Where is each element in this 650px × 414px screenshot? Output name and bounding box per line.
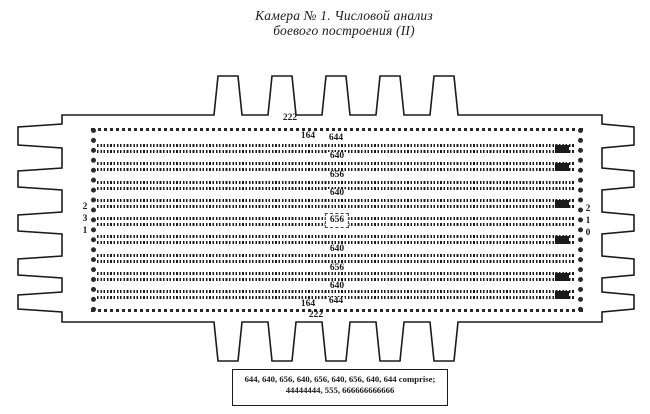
bottom-outer-count-label: 222: [308, 310, 324, 320]
figure-title-line2: боевого построения (II): [273, 23, 415, 38]
end-marker: [555, 290, 569, 299]
band-label: 644: [326, 296, 346, 306]
band-label: 640: [327, 188, 347, 198]
band-label-boxed: 656: [324, 213, 350, 228]
right-scale-digits: 2 1 0: [582, 203, 594, 239]
band-label: 656: [327, 263, 347, 273]
caption-line2: 44444444, 555, 666666666666: [285, 385, 395, 395]
right-scale-digit: 2: [585, 204, 591, 214]
dot-band: [97, 254, 575, 263]
band-label: 640: [327, 281, 347, 291]
dot-band: [97, 162, 575, 171]
figure-title-line1: Камера № 1. Числовой анализ: [255, 8, 433, 23]
chamber-inner-area: 164 644 640 656 640 656 640 656 640 644 164: [91, 128, 583, 312]
caption-line1: 644, 640, 656, 640, 656, 640, 656, 640, …: [244, 374, 436, 384]
left-scale-digit: 1: [82, 226, 88, 236]
end-marker: [555, 235, 569, 244]
top-inner-count-label: 164: [298, 131, 318, 141]
left-scale-digits: 2 3 1: [79, 201, 91, 237]
dot-band: [97, 144, 575, 153]
dot-band: [97, 272, 575, 281]
left-scale-digit: 2: [82, 202, 88, 212]
figure-title: Камера № 1. Числовой анализ боевого пост…: [44, 8, 644, 38]
right-scale-digit: 0: [585, 228, 591, 238]
caption-box: 644, 640, 656, 640, 656, 640, 656, 640, …: [232, 369, 448, 406]
band-label: 644: [326, 133, 346, 143]
dot-band: [97, 290, 575, 299]
dot-band: [97, 199, 575, 208]
dot-band: [97, 181, 575, 190]
dot-band: [97, 235, 575, 244]
end-marker: [555, 144, 569, 153]
end-marker: [555, 272, 569, 281]
band-label: 656: [327, 170, 347, 180]
bottom-inner-count-label: 164: [298, 299, 318, 309]
band-label: 640: [327, 244, 347, 254]
end-marker: [555, 199, 569, 208]
left-scale-digit: 3: [82, 214, 88, 224]
end-marker: [555, 162, 569, 171]
band-label: 640: [327, 151, 347, 161]
right-scale-digit: 1: [585, 216, 591, 226]
top-outer-count-label: 222: [282, 113, 298, 123]
